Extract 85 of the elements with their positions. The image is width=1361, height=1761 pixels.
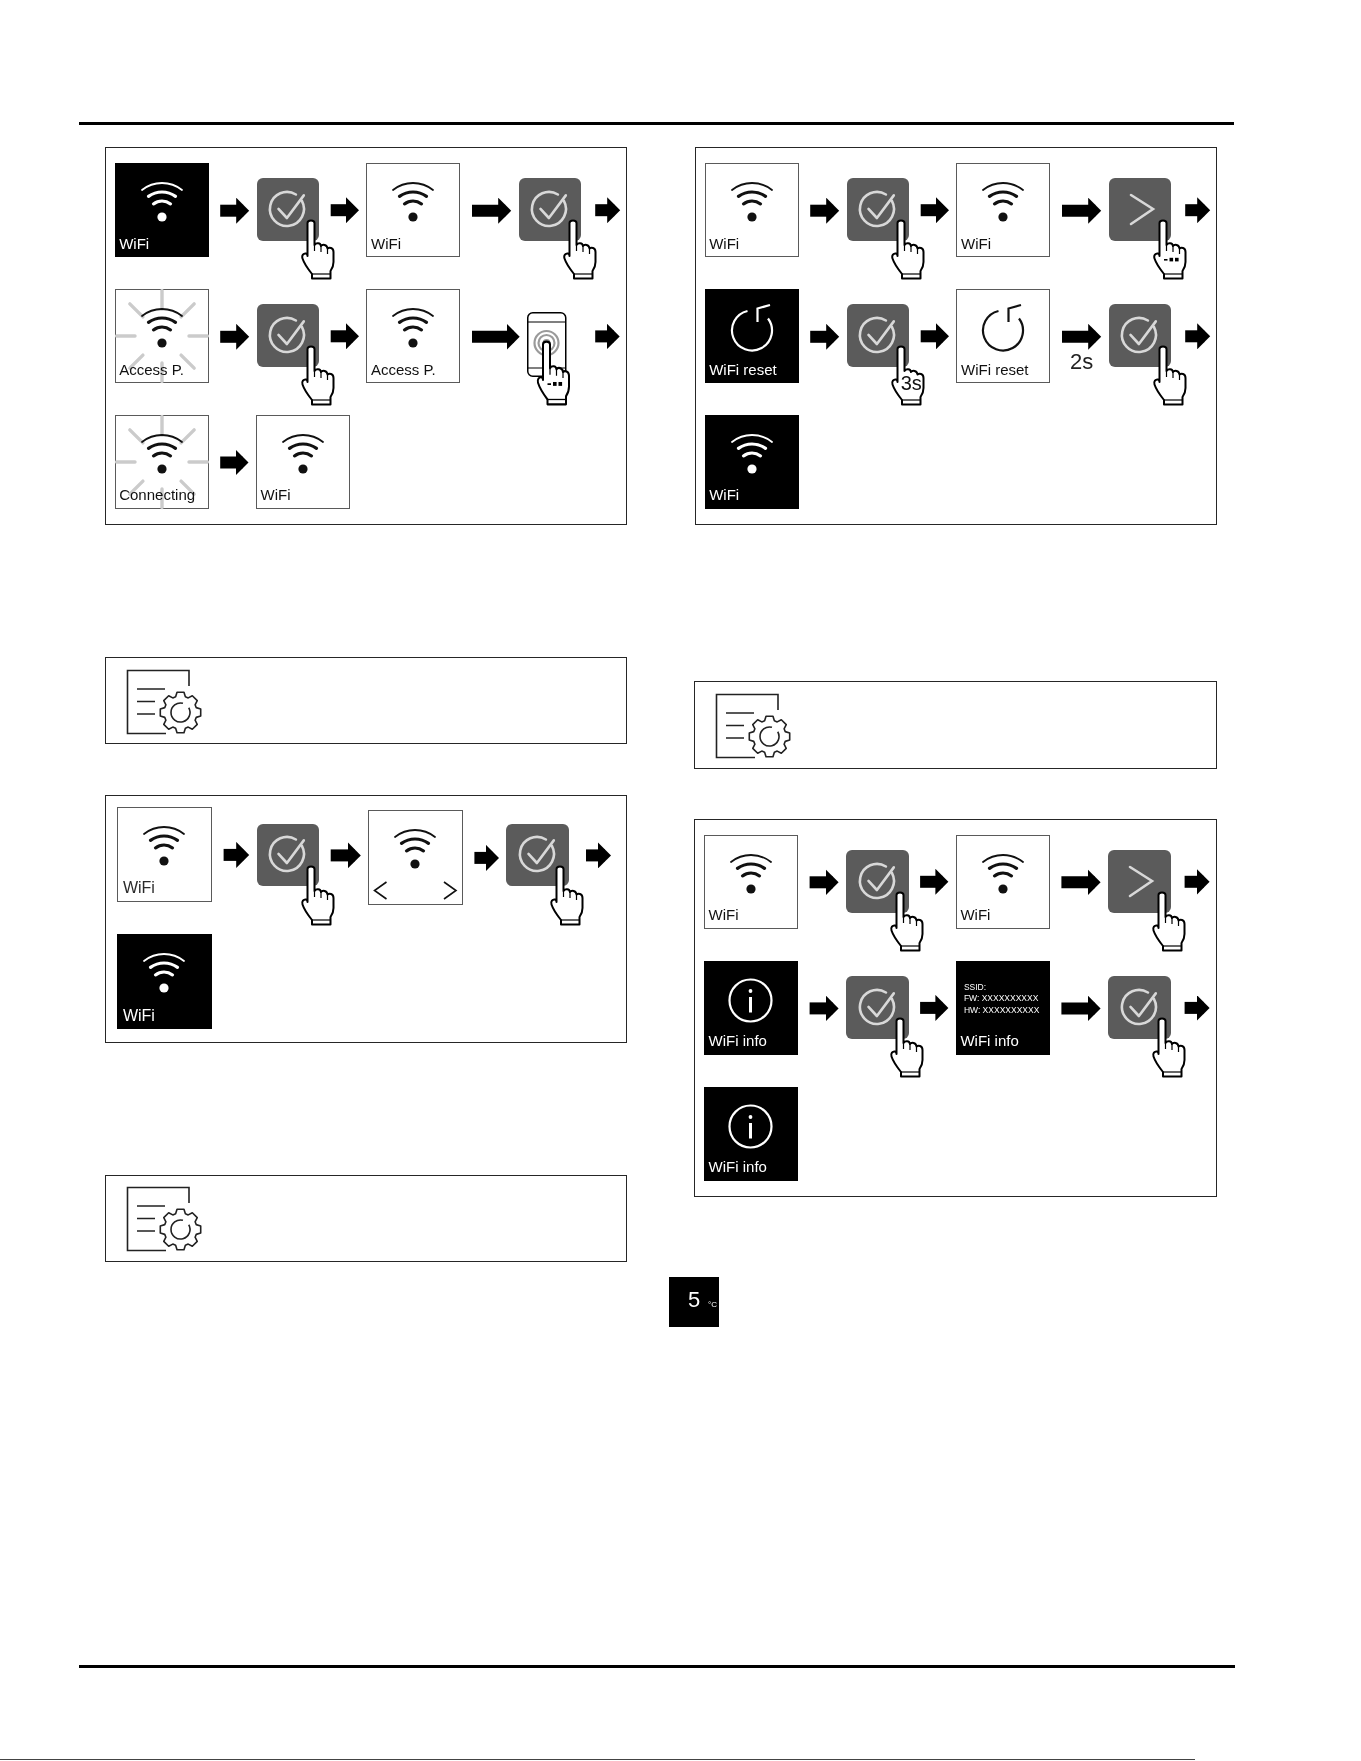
arrow (809, 995, 839, 1022)
smartphone-tap-icon (527, 311, 573, 407)
arrow (920, 197, 949, 224)
duration-label: 3s (900, 372, 922, 395)
arrow (810, 197, 840, 224)
step-panel (104, 147, 627, 526)
screen-label: Access P. (371, 360, 436, 378)
arrow (810, 323, 840, 350)
check-button (506, 823, 569, 887)
check-button (846, 178, 910, 241)
arrow (474, 844, 499, 871)
display-screen (117, 807, 213, 902)
display-screen (956, 163, 1051, 258)
screen-label: Connecting (119, 486, 196, 504)
screen-label: WiFi (122, 1006, 155, 1024)
arrow (472, 323, 520, 350)
arrow (809, 869, 839, 896)
arrow (220, 449, 249, 476)
check-button (256, 178, 320, 241)
check-button (846, 850, 909, 913)
temperature-unit: °C (708, 1300, 717, 1309)
display-screen (256, 415, 350, 509)
screen-info-line: SSID: (963, 981, 987, 992)
screen-label: WiFi reset (961, 360, 1029, 378)
display-screen (704, 960, 799, 1055)
screen-label: Access P. (119, 360, 184, 378)
step-panel (694, 819, 1217, 1197)
check-button (846, 976, 909, 1039)
screen-label: WiFi (122, 879, 155, 897)
screen-label: WiFi reset (709, 360, 777, 378)
display-screen (366, 163, 461, 258)
arrow (220, 323, 250, 350)
screen-label: WiFi info (708, 1032, 767, 1050)
step-panel (104, 794, 627, 1043)
screen-label: WiFi info (708, 1158, 767, 1176)
arrow (472, 197, 512, 224)
screen-label: WiFi (961, 234, 991, 252)
screen-label: WiFi info (960, 1032, 1019, 1050)
display-screen (704, 163, 799, 258)
step-panel (104, 657, 627, 744)
arrow (223, 841, 250, 868)
screen-label: WiFi (709, 486, 740, 504)
display-screen (704, 415, 799, 509)
screen-label: WiFi (371, 234, 401, 252)
display-screen (955, 960, 1050, 1055)
screen-label: WiFi (260, 486, 291, 504)
next-button (1108, 850, 1171, 913)
arrow (920, 994, 949, 1021)
arrow (1062, 323, 1102, 350)
check-button (256, 304, 320, 367)
step-panel (104, 1174, 627, 1262)
arrow (330, 323, 359, 350)
arrow (1061, 995, 1101, 1022)
next-button (1108, 178, 1172, 241)
screen-info-line: HW: XXXXXXXXXX (963, 1004, 1040, 1015)
display-screen (368, 810, 463, 905)
screen-label: WiFi (960, 906, 991, 924)
arrow (220, 197, 250, 224)
display-screen (956, 289, 1051, 384)
screen-label: WiFi (708, 906, 739, 924)
check-button (518, 178, 582, 241)
step-panel (694, 147, 1217, 526)
check-button (256, 823, 320, 887)
check-button (1108, 976, 1171, 1039)
temperature-display (669, 1277, 719, 1327)
arrow (330, 197, 359, 224)
display-screen (114, 163, 209, 258)
display-screen (117, 934, 213, 1030)
step-panel (694, 681, 1217, 770)
arrow (330, 842, 361, 869)
temperature-value: 5 (688, 1289, 701, 1311)
display-screen (955, 834, 1050, 929)
check-button (846, 304, 910, 367)
display-screen (704, 834, 799, 929)
arrow (920, 868, 949, 895)
check-button (1108, 304, 1172, 367)
display-screen (704, 289, 799, 384)
arrow (1061, 869, 1101, 896)
display-screen (366, 289, 461, 384)
screen-info-line: FW: XXXXXXXXXX (963, 993, 1039, 1004)
arrow (1062, 197, 1102, 224)
arrow (920, 323, 949, 350)
display-screen (704, 1086, 799, 1181)
screen-label: WiFi (709, 234, 740, 252)
screen-label: WiFi (119, 234, 150, 252)
